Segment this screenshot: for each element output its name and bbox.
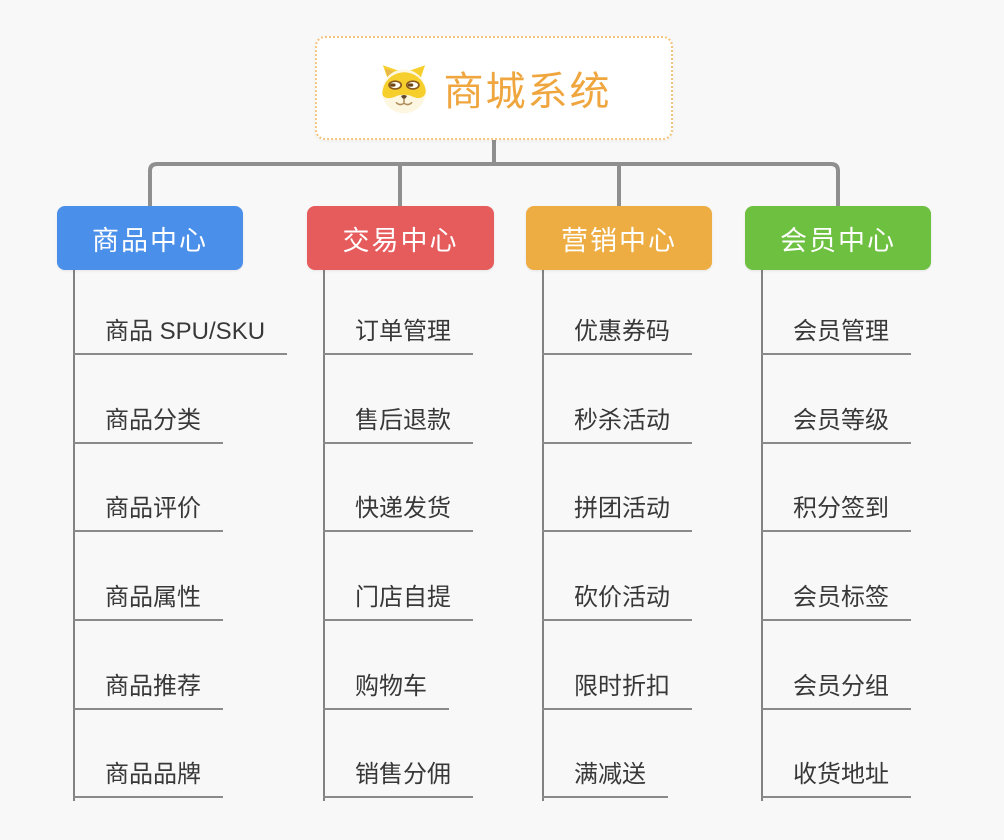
list-item: 会员标签 bbox=[761, 532, 911, 622]
list-item: 砍价活动 bbox=[542, 532, 692, 622]
item-label[interactable]: 会员管理 bbox=[761, 311, 911, 355]
item-label[interactable]: 购物车 bbox=[323, 666, 449, 710]
list-item: 商品分类 bbox=[73, 355, 287, 444]
list-item: 购物车 bbox=[323, 621, 473, 710]
root-node[interactable]: 商城系统 bbox=[315, 36, 673, 140]
list-item: 会员分组 bbox=[761, 621, 911, 710]
item-label[interactable]: 快递发货 bbox=[323, 488, 473, 533]
branch-member-center: 会员中心 会员管理 会员等级 积分签到 会员标签 会员分组 收货地址 bbox=[745, 206, 931, 801]
list-item: 积分签到 bbox=[761, 444, 911, 533]
item-label[interactable]: 会员标签 bbox=[761, 577, 911, 622]
branch-node-marketing-center[interactable]: 营销中心 bbox=[526, 206, 712, 270]
branch-product-center: 商品中心 商品 SPU/SKU 商品分类 商品评价 商品属性 商品推荐 商品品牌 bbox=[57, 206, 288, 801]
item-label[interactable]: 售后退款 bbox=[323, 400, 473, 444]
list-item: 商品 SPU/SKU bbox=[73, 270, 288, 355]
list-item: 秒杀活动 bbox=[542, 355, 692, 444]
list-item: 会员等级 bbox=[761, 355, 911, 444]
doge-icon bbox=[381, 65, 426, 114]
list-item: 商品推荐 bbox=[73, 621, 287, 710]
branch-item-list: 商品 SPU/SKU 商品分类 商品评价 商品属性 商品推荐 商品品牌 bbox=[73, 270, 288, 799]
list-item: 售后退款 bbox=[323, 355, 473, 444]
item-label[interactable]: 商品品牌 bbox=[73, 754, 223, 799]
list-item: 快递发货 bbox=[323, 444, 473, 533]
item-label[interactable]: 收货地址 bbox=[761, 754, 911, 799]
branch-node-member-center[interactable]: 会员中心 bbox=[745, 206, 931, 270]
list-item: 门店自提 bbox=[323, 532, 473, 622]
list-item: 收货地址 bbox=[761, 710, 911, 799]
tree-rail-line bbox=[148, 162, 840, 207]
item-label[interactable]: 满减送 bbox=[542, 754, 668, 799]
item-label[interactable]: 会员等级 bbox=[761, 400, 911, 444]
branch-column-line bbox=[323, 270, 325, 801]
branch-node-trade-center[interactable]: 交易中心 bbox=[307, 206, 494, 270]
list-item: 限时折扣 bbox=[542, 621, 692, 710]
branch-item-list: 优惠券码 秒杀活动 拼团活动 砍价活动 限时折扣 满减送 bbox=[542, 270, 692, 799]
item-label[interactable]: 优惠券码 bbox=[542, 311, 692, 355]
branch-item-list: 会员管理 会员等级 积分签到 会员标签 会员分组 收货地址 bbox=[761, 270, 911, 799]
list-item: 销售分佣 bbox=[323, 710, 473, 799]
item-label[interactable]: 商品推荐 bbox=[73, 666, 223, 710]
item-label[interactable]: 门店自提 bbox=[323, 577, 473, 622]
branch-column-line bbox=[542, 270, 544, 801]
item-label[interactable]: 商品评价 bbox=[73, 488, 223, 533]
list-item: 订单管理 bbox=[323, 270, 473, 355]
item-label[interactable]: 商品 SPU/SKU bbox=[73, 311, 288, 355]
list-item: 满减送 bbox=[542, 710, 692, 799]
branch-trade-center: 交易中心 订单管理 售后退款 快递发货 门店自提 购物车 销售分佣 bbox=[307, 206, 494, 801]
item-label[interactable]: 积分签到 bbox=[761, 488, 911, 533]
list-item: 商品品牌 bbox=[73, 710, 287, 799]
item-label[interactable]: 会员分组 bbox=[761, 666, 911, 710]
item-label[interactable]: 砍价活动 bbox=[542, 577, 692, 622]
list-item: 拼团活动 bbox=[542, 444, 692, 533]
item-label[interactable]: 拼团活动 bbox=[542, 488, 692, 533]
list-item: 会员管理 bbox=[761, 270, 911, 355]
item-label[interactable]: 订单管理 bbox=[323, 311, 473, 355]
item-label[interactable]: 商品属性 bbox=[73, 577, 223, 622]
list-item: 商品评价 bbox=[73, 444, 287, 533]
item-label[interactable]: 限时折扣 bbox=[542, 666, 692, 710]
branch-node-product-center[interactable]: 商品中心 bbox=[57, 206, 243, 270]
item-label[interactable]: 商品分类 bbox=[73, 400, 223, 444]
branch-item-list: 订单管理 售后退款 快递发货 门店自提 购物车 销售分佣 bbox=[323, 270, 473, 799]
item-label[interactable]: 销售分佣 bbox=[323, 754, 473, 799]
root-title: 商城系统 bbox=[443, 70, 612, 114]
list-item: 优惠券码 bbox=[542, 270, 692, 355]
list-item: 商品属性 bbox=[73, 532, 287, 622]
branch-column-line bbox=[761, 270, 763, 801]
item-label[interactable]: 秒杀活动 bbox=[542, 400, 692, 444]
branch-marketing-center: 营销中心 优惠券码 秒杀活动 拼团活动 砍价活动 限时折扣 满减送 bbox=[526, 206, 712, 801]
branch-column-line bbox=[73, 270, 75, 801]
